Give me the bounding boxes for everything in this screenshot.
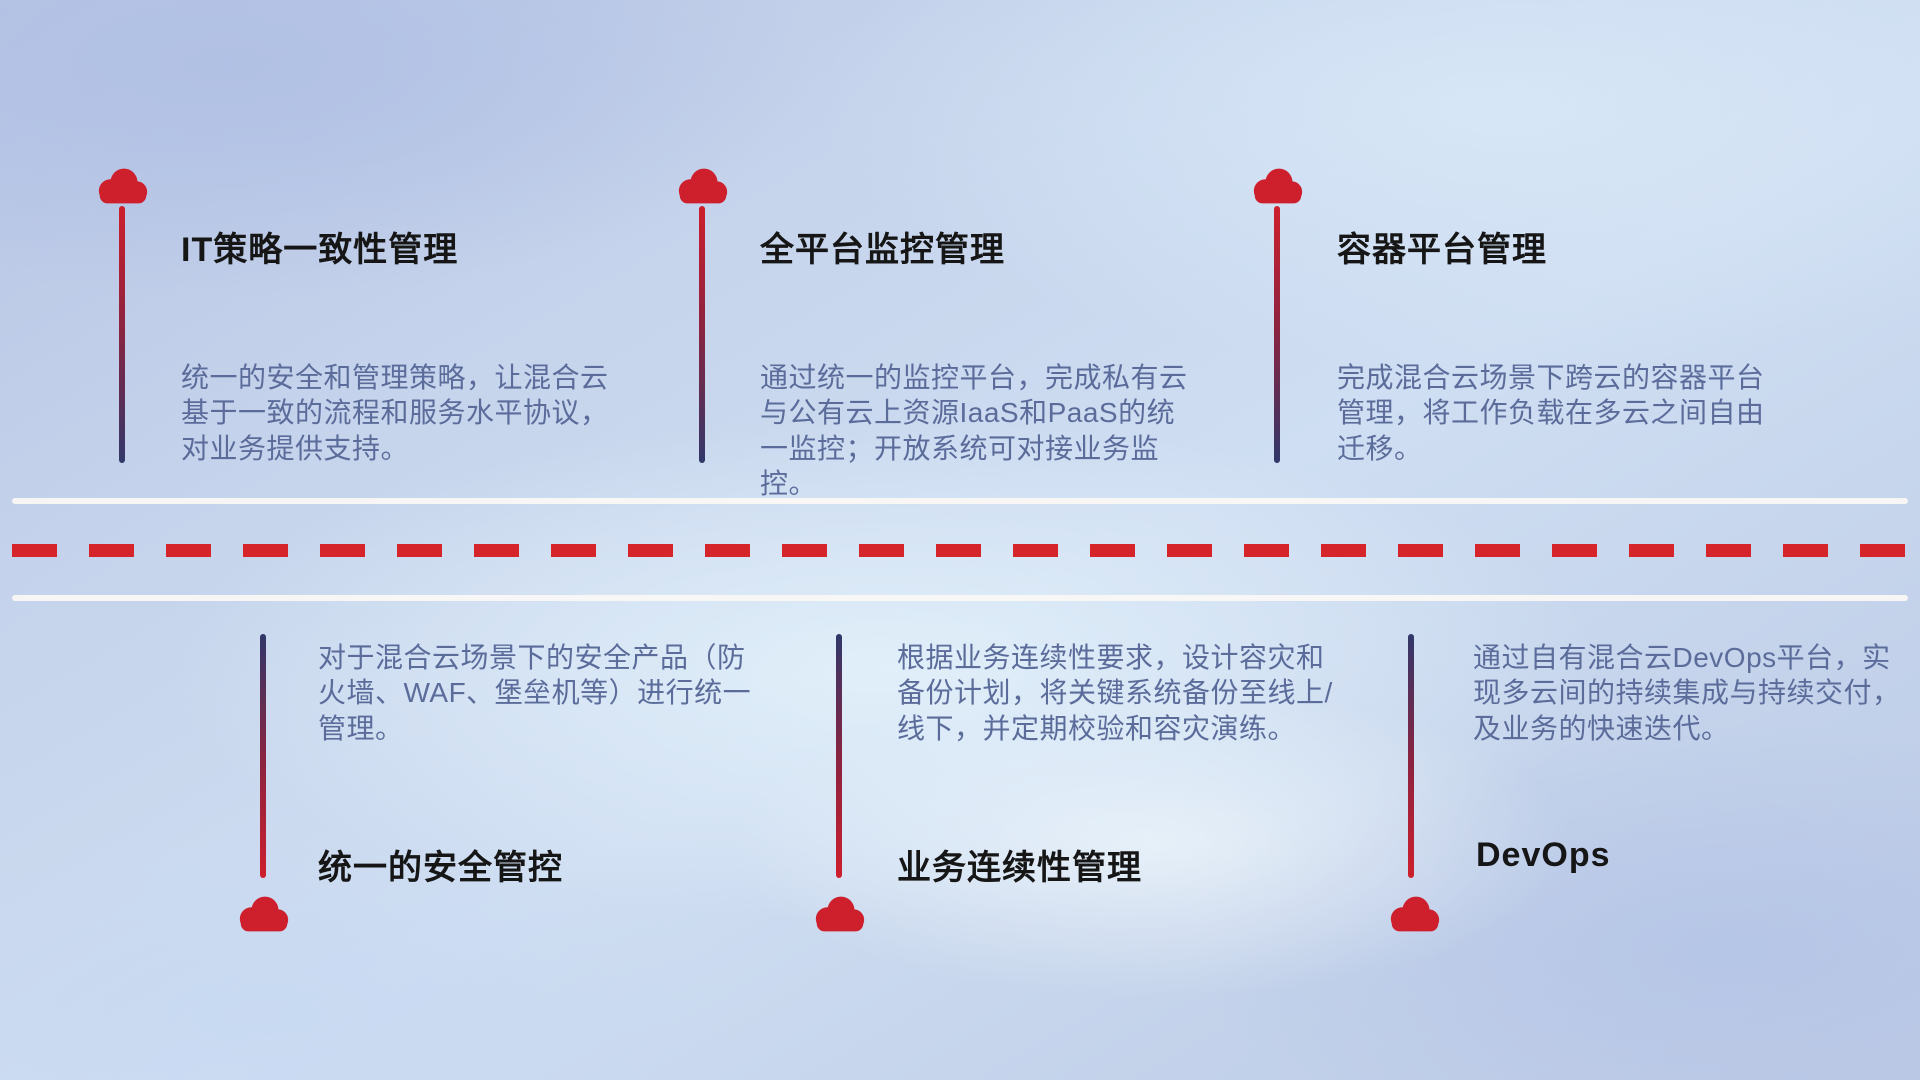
road-bottom-line <box>12 595 1908 601</box>
item-title: 全平台监控管理 <box>760 231 1005 269</box>
cloud-icon <box>1249 166 1307 208</box>
cloud-icon <box>811 894 869 936</box>
pin-line <box>1408 634 1414 878</box>
cloud-icon <box>1386 894 1444 936</box>
cloud-icon <box>674 166 732 208</box>
pin-line <box>119 206 125 463</box>
item-description: 通过统一的监控平台，完成私有云与公有云上资源IaaS和PaaS的统一监控；开放系… <box>760 362 1188 499</box>
pin-line <box>699 206 705 463</box>
item-title: 业务连续性管理 <box>897 849 1142 887</box>
road-top-line <box>12 498 1908 504</box>
item-description: 统一的安全和管理策略，让混合云基于一致的流程和服务水平协议，对业务提供支持。 <box>181 362 609 464</box>
pin-line <box>260 634 266 878</box>
item-description: 完成混合云场景下跨云的容器平台管理，将工作负载在多云之间自由迁移。 <box>1337 362 1765 464</box>
item-title: DevOps <box>1476 836 1611 874</box>
item-description: 根据业务连续性要求，设计容灾和备份计划，将关键系统备份至线上/线下，并定期校验和… <box>897 642 1333 744</box>
item-title: IT策略一致性管理 <box>181 231 459 269</box>
pin-line <box>836 634 842 878</box>
item-title: 容器平台管理 <box>1337 231 1547 269</box>
road-dashed-line <box>12 544 1908 557</box>
item-description: 通过自有混合云DevOps平台，实现多云间的持续集成与持续交付，及业务的快速迭代… <box>1473 642 1901 744</box>
item-title: 统一的安全管控 <box>318 849 563 887</box>
pin-line <box>1274 206 1280 463</box>
item-description: 对于混合云场景下的安全产品（防火墙、WAF、堡垒机等）进行统一管理。 <box>318 642 752 744</box>
cloud-icon <box>235 894 293 936</box>
cloud-icon <box>94 166 152 208</box>
